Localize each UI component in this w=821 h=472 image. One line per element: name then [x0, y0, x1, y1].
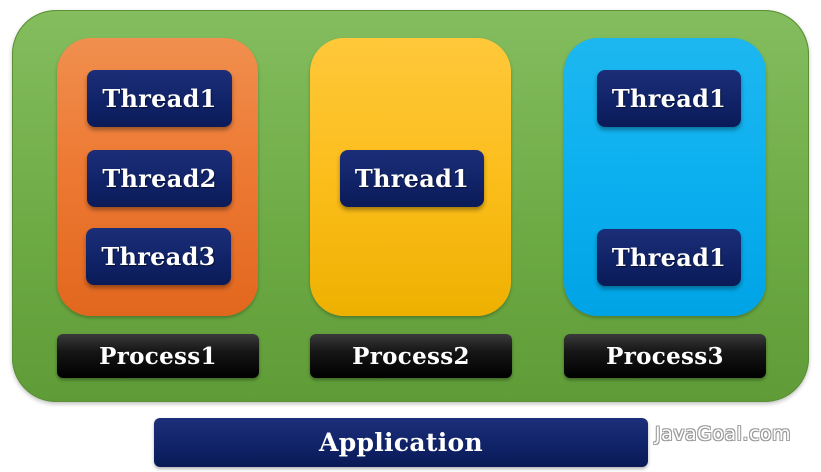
- process1-thread3-box: Thread3: [86, 228, 231, 285]
- process-label: Process3: [606, 342, 724, 370]
- application-label: Application: [319, 428, 483, 457]
- process1-thread2-box: Thread2: [87, 150, 232, 207]
- process-label: Process1: [99, 342, 217, 370]
- process-label: Process2: [352, 342, 470, 370]
- thread-label: Thread2: [102, 164, 217, 193]
- thread-label: Thread1: [611, 243, 727, 272]
- thread-label: Thread1: [611, 84, 727, 113]
- process3-thread1-box: Thread1: [597, 70, 741, 127]
- process2-label-box: Process2: [310, 334, 512, 378]
- thread-label: Thread3: [101, 242, 216, 271]
- watermark: JavaGoal.com: [655, 423, 792, 445]
- thread-label: Thread1: [102, 84, 217, 113]
- process3-label-box: Process3: [564, 334, 766, 378]
- process1-thread1-box: Thread1: [87, 70, 232, 127]
- application-box: Application: [154, 418, 648, 467]
- process2-thread1-box: Thread1: [340, 150, 484, 207]
- process1-label-box: Process1: [57, 334, 259, 378]
- thread-label: Thread1: [354, 164, 470, 193]
- process3-thread2-box: Thread1: [597, 229, 741, 286]
